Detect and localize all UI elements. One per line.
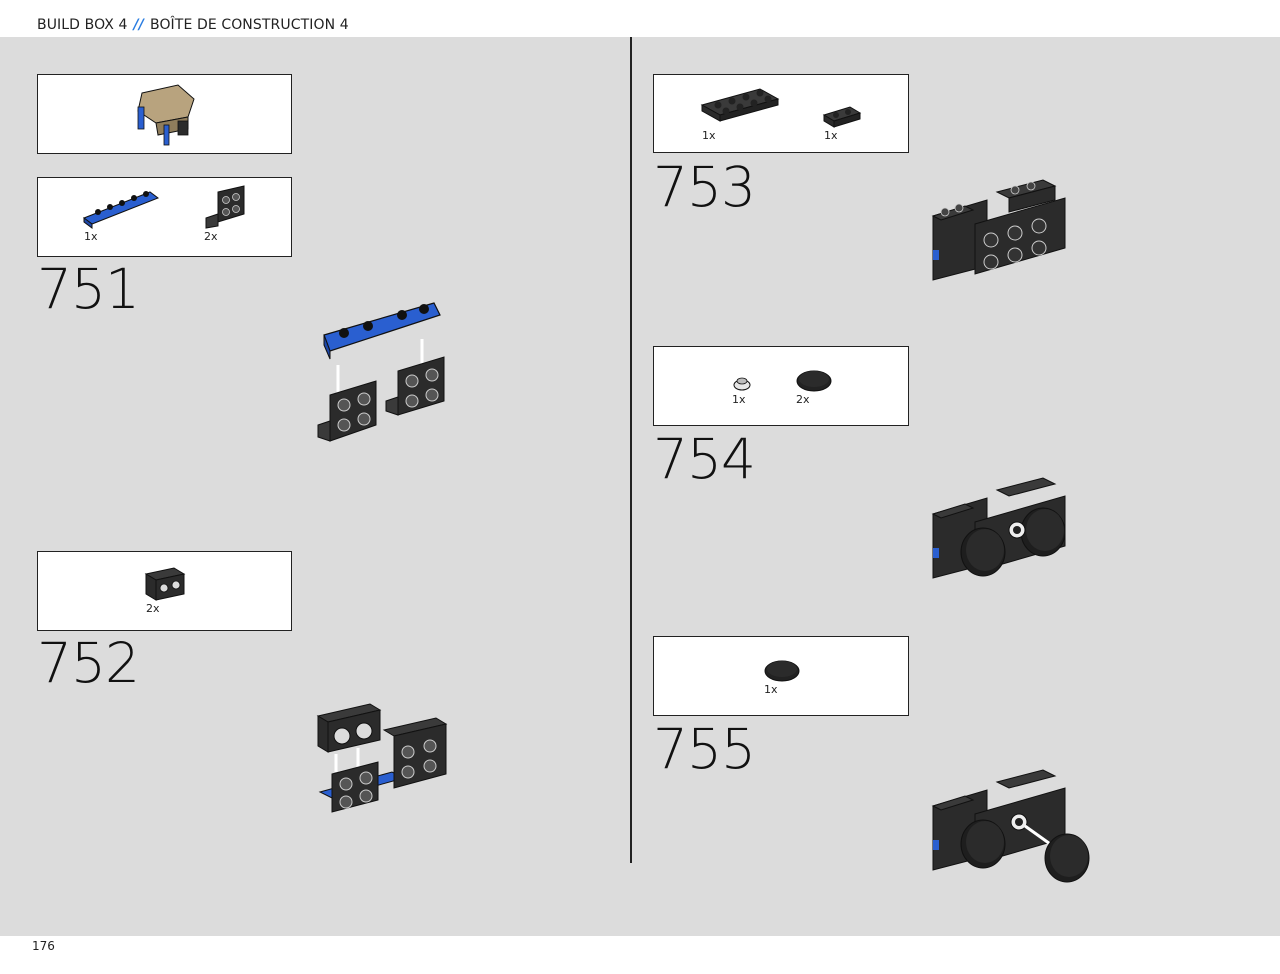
header-separator: // <box>133 17 144 33</box>
column-divider <box>630 37 632 863</box>
part-qty: 1x <box>764 683 778 696</box>
blue-plate-1x6-icon <box>82 191 160 229</box>
step-755-illustration <box>931 769 1090 883</box>
build-box-label: BUILD BOX 4 <box>37 17 128 33</box>
step-number-755: 755 <box>653 717 756 781</box>
part-qty: 1x <box>732 393 746 406</box>
parts-callout-755: 1x <box>653 636 909 716</box>
step-754-illustration <box>931 477 1066 579</box>
step-number-754: 754 <box>653 427 756 491</box>
part-qty: 1x <box>824 129 838 142</box>
step-number-753: 753 <box>653 155 756 219</box>
page-footer: 176 <box>0 936 1280 974</box>
page-number: 176 <box>32 939 55 953</box>
round-stud-icon <box>733 377 751 391</box>
part-qty: 1x <box>84 230 98 243</box>
parts-callout-753: 1x 1x <box>653 74 909 153</box>
round-tile-icon <box>796 370 832 392</box>
subassembly-callout <box>37 74 292 154</box>
parts-callout-754: 1x 2x <box>653 346 909 426</box>
technic-brick-icon <box>144 567 186 601</box>
step-number-752: 752 <box>37 631 140 695</box>
parts-callout-752: 2x <box>37 551 292 631</box>
build-box-label-fr: BOÎTE DE CONSTRUCTION 4 <box>149 17 349 33</box>
part-qty: 2x <box>146 602 160 615</box>
step-751-illustration <box>317 302 445 442</box>
round-tile-icon <box>764 660 800 682</box>
dark-plate-1x2-icon <box>822 106 862 128</box>
parts-callout-751: 1x 2x <box>37 177 292 257</box>
dark-plate-2x4-icon <box>700 88 780 122</box>
dark-bracket-icon <box>205 185 245 229</box>
step-number-751: 751 <box>37 257 140 321</box>
part-qty: 1x <box>702 129 716 142</box>
page-header: BUILD BOX 4 // BOÎTE DE CONSTRUCTION 4 <box>0 0 1280 37</box>
header-title: BUILD BOX 4 // BOÎTE DE CONSTRUCTION 4 <box>37 17 349 33</box>
part-qty: 2x <box>796 393 810 406</box>
subassembly-model-icon <box>137 84 195 146</box>
step-752-illustration <box>316 703 448 813</box>
step-753-illustration <box>931 179 1066 281</box>
part-qty: 2x <box>204 230 218 243</box>
